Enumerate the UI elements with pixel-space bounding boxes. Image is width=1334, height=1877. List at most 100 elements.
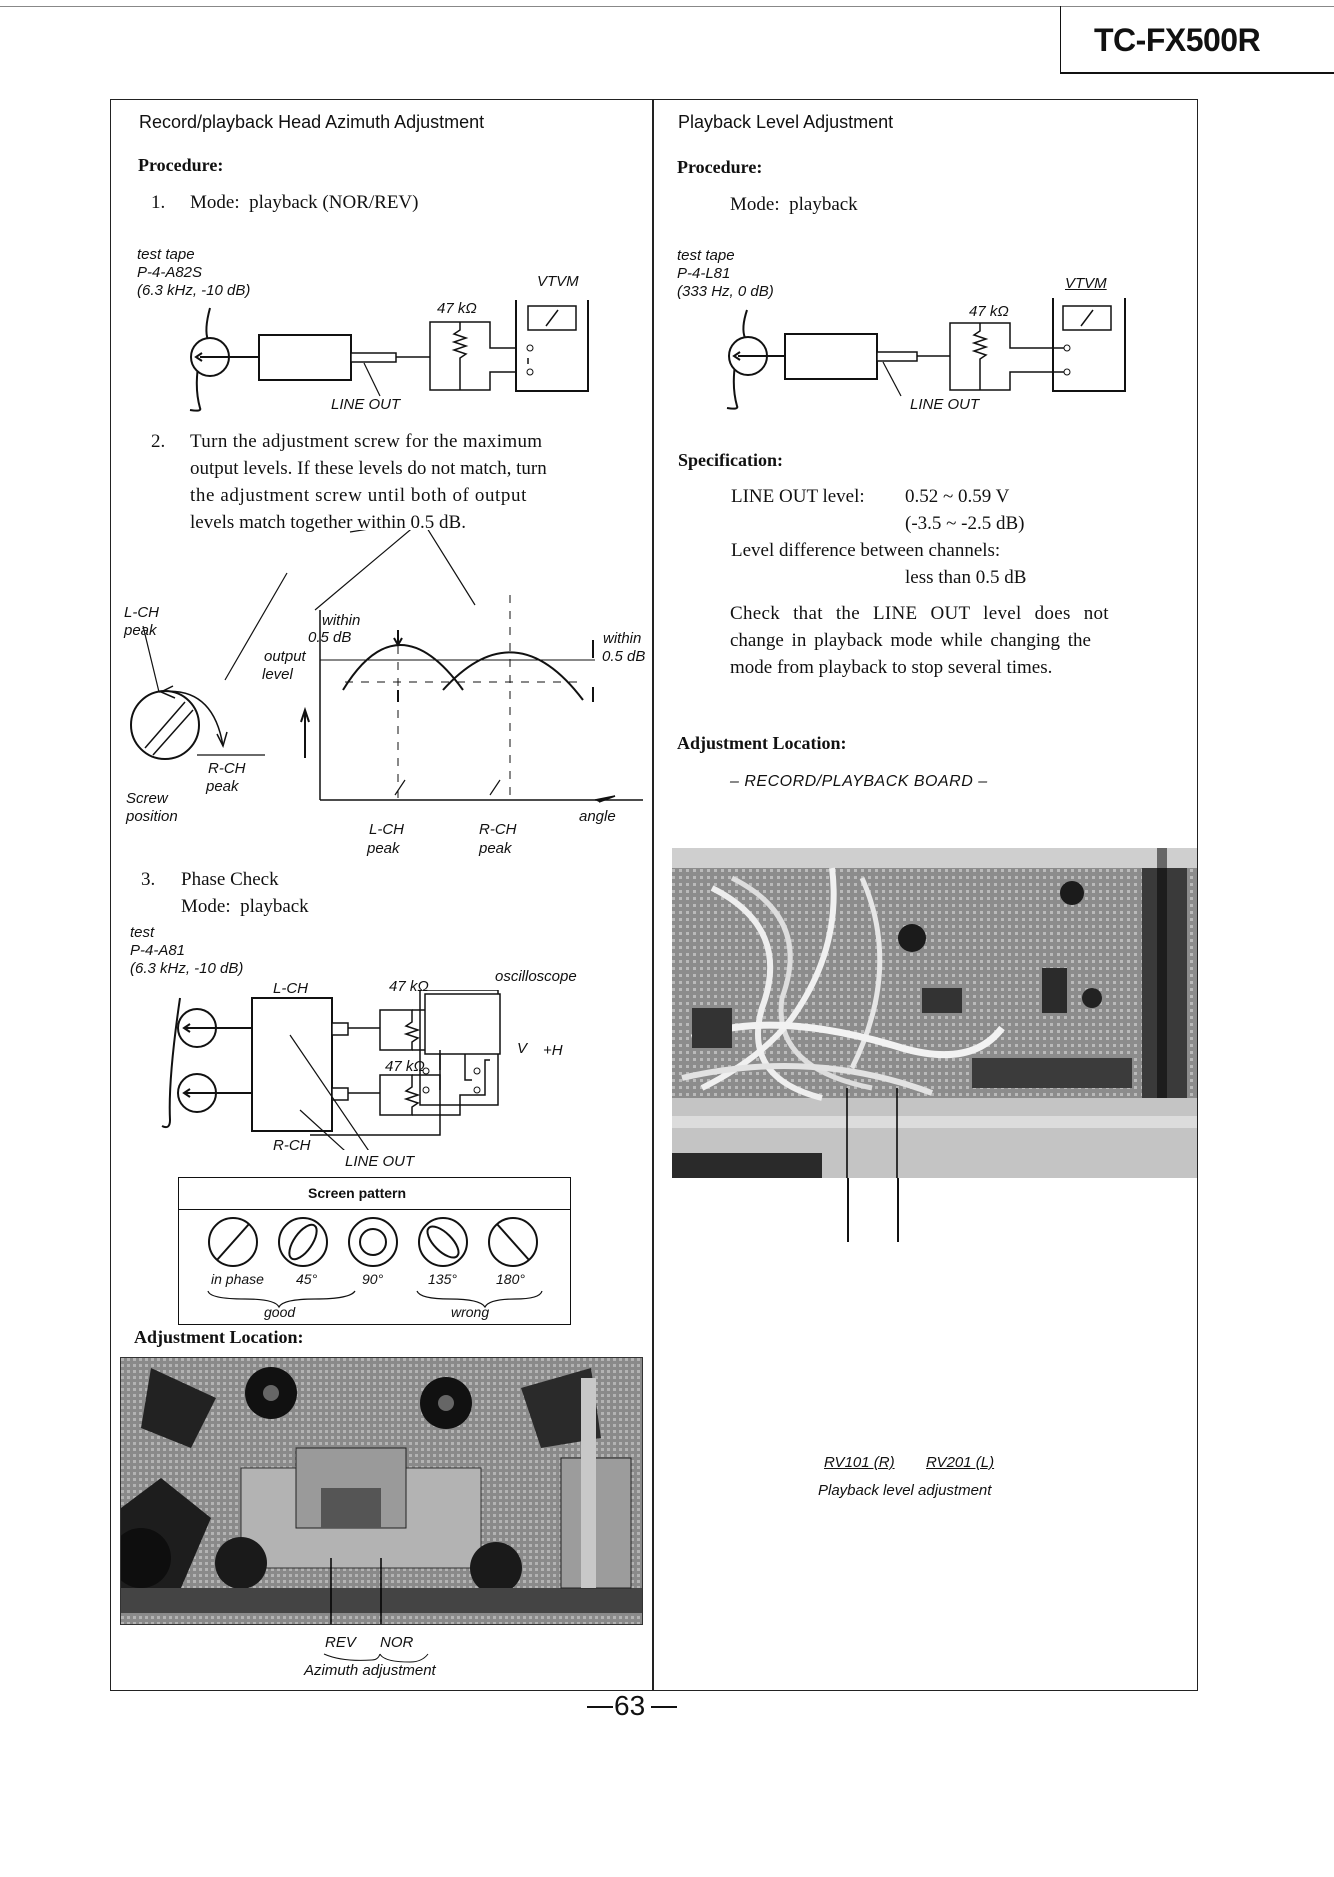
spec-diff-value: less than 0.5 dB — [905, 567, 1027, 588]
pattern-label-in-phase: in phase — [211, 1271, 264, 1287]
pattern-label-45: 45° — [296, 1271, 318, 1287]
model-box — [1060, 6, 1061, 72]
board-name: – RECORD/PLAYBACK BOARD – — [730, 773, 988, 790]
d2-v-label: V — [517, 1040, 528, 1057]
step3-number: 3. — [141, 869, 156, 890]
graph-within-left-2: 0.5 dB — [308, 629, 352, 646]
azimuth-caption: Azimuth adjustment — [304, 1662, 436, 1679]
model-title: TC-FX500R — [1094, 22, 1261, 58]
right-mode: Mode: playback — [730, 194, 858, 215]
spec-lineout-label: LINE OUT level: — [731, 486, 865, 507]
step2-line-1: Turn the adjustment screw for the maximu… — [190, 431, 543, 452]
graph-lch-peak-1: L-CH — [124, 604, 160, 621]
model-box-bottom — [1060, 72, 1334, 74]
pattern-good: good — [264, 1304, 296, 1320]
peak-graph — [130, 530, 643, 803]
d2-scope-label: oscilloscope — [495, 968, 577, 985]
graph-rch-peak-2: peak — [206, 778, 239, 795]
graph-output-level-1: output — [264, 648, 306, 665]
d2-tape-name: P-4-A81 — [130, 942, 186, 959]
graph-rch-peak-1: R-CH — [208, 760, 246, 777]
diagram1-circuit — [189, 300, 589, 412]
leader-line-rv201 — [897, 1178, 899, 1242]
right-circuit — [726, 298, 1126, 410]
graph-axis-lch-1: L-CH — [369, 821, 405, 838]
spec-lineout-value: 0.52 ~ 0.59 V — [905, 486, 1010, 507]
rv201-label: RV201 (L) — [926, 1454, 995, 1471]
pattern-label-180: 180° — [496, 1271, 525, 1287]
step1-number: 1. — [151, 192, 166, 213]
d1-tape-name: P-4-A82S — [137, 264, 203, 281]
step2-line-3: the adjustment screw until both of outpu… — [190, 485, 527, 506]
graph-within-right-1: within — [603, 630, 642, 647]
screen-pattern-box — [178, 1177, 571, 1325]
check-line-3: mode from playback to stop several times… — [730, 657, 1053, 678]
d2-rch-label: R-CH — [273, 1137, 311, 1154]
step2-number: 2. — [151, 431, 166, 452]
step1-text: Mode: playback (NOR/REV) — [190, 192, 419, 213]
left-procedure-label: Procedure: — [138, 155, 224, 175]
d2-resistor-bottom: 47 kΩ — [385, 1058, 425, 1075]
r-tape-label: test tape — [677, 247, 735, 264]
d1-resistor-label: 47 kΩ — [437, 300, 477, 317]
diagram2-circuit — [161, 990, 501, 1150]
spec-diff-label: Level difference between channels: — [731, 540, 1001, 561]
d1-output-label: LINE OUT — [331, 396, 401, 413]
d1-meter-label: VTVM — [537, 273, 579, 290]
column-divider — [652, 99, 654, 1691]
step2-line-2: output levels. If these levels do not ma… — [190, 458, 547, 479]
screen-pattern-title: Screen pattern — [308, 1185, 407, 1201]
r-tape-spec: (333 Hz, 0 dB) — [677, 283, 774, 300]
graph-screw-position-2: position — [126, 808, 178, 825]
d2-tape-label: test — [130, 924, 155, 941]
leader-line-rv101 — [847, 1178, 849, 1242]
rv101-label: RV101 (R) — [824, 1454, 895, 1471]
screen-pattern-divider — [178, 1209, 571, 1210]
spec-label: Specification: — [678, 450, 783, 470]
graph-axis-rch-2: peak — [479, 840, 512, 857]
left-adjustment-location: Adjustment Location: — [134, 1327, 304, 1347]
spec-lineout-db: (-3.5 ~ -2.5 dB) — [905, 513, 1025, 534]
d1-tape-label: test tape — [137, 246, 195, 263]
graph-screw-position-1: Screw — [126, 790, 168, 807]
pattern-label-135: 135° — [428, 1271, 457, 1287]
page-number-dash-left — [587, 1706, 613, 1708]
graph-lch-peak-2: peak — [124, 622, 157, 639]
r-tape-name: P-4-L81 — [677, 265, 731, 282]
graph-axis-lch-2: peak — [367, 840, 400, 857]
nor-label: NOR — [380, 1634, 414, 1651]
graph-within-right-2: 0.5 dB — [602, 648, 646, 665]
d2-h-label: +H — [543, 1042, 563, 1059]
d2-output-label: LINE OUT — [345, 1153, 415, 1170]
board-photo — [672, 848, 1197, 1178]
r-output-label: LINE OUT — [910, 396, 980, 413]
d1-tape-spec: (6.3 kHz, -10 dB) — [137, 282, 251, 299]
check-line-1: Check that the LINE OUT level does not — [730, 603, 1109, 624]
graph-within-left-1: within — [322, 612, 361, 629]
check-line-2: change in playback mode while changing t… — [730, 630, 1091, 651]
graph-output-level-2: level — [262, 666, 293, 683]
page-border-top — [0, 6, 1334, 7]
right-section-title: Playback Level Adjustment — [678, 112, 894, 132]
d2-resistor-top: 47 kΩ — [389, 978, 429, 995]
r-resistor-label: 47 kΩ — [969, 303, 1009, 320]
graph-axis-rch-1: R-CH — [479, 821, 517, 838]
step3-mode: Mode: playback — [181, 896, 309, 917]
graph-angle-label: angle — [579, 808, 616, 825]
pattern-label-90: 90° — [362, 1271, 384, 1287]
page-number-dash-right — [651, 1706, 677, 1708]
main-frame — [110, 99, 1198, 1691]
right-adjustment-location: Adjustment Location: — [677, 733, 847, 753]
playback-level-caption: Playback level adjustment — [818, 1482, 992, 1499]
rev-nor-underline — [323, 1653, 429, 1663]
right-procedure-label: Procedure: — [677, 157, 763, 177]
step3-title: Phase Check — [181, 869, 279, 890]
r-meter-label: VTVM — [1065, 275, 1107, 292]
page-number: 63 — [614, 1690, 646, 1721]
d2-tape-spec: (6.3 kHz, -10 dB) — [130, 960, 244, 977]
mechanism-photo — [120, 1357, 643, 1625]
step2-line-4: levels match together within 0.5 dB. — [190, 512, 466, 533]
screen-pattern-figures — [207, 1217, 543, 1309]
d2-lch-label: L-CH — [273, 980, 309, 997]
pattern-wrong: wrong — [451, 1304, 490, 1320]
